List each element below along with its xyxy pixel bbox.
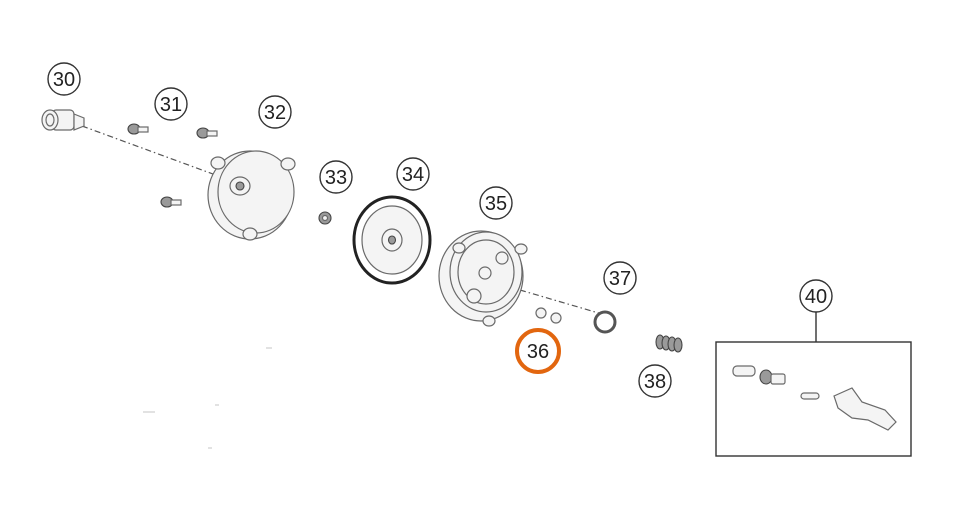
- callout-31: 31: [154, 87, 188, 121]
- callout-34: 34: [396, 157, 430, 191]
- callout-30: 30: [47, 62, 81, 96]
- part-34-diaphragm: [352, 195, 432, 285]
- part-40-kit: [715, 312, 912, 457]
- part-36-washers: [535, 307, 562, 324]
- callout-32: 32: [258, 95, 292, 129]
- callout-31-label: 31: [160, 94, 182, 116]
- callout-30-label: 30: [53, 69, 75, 91]
- part-31-screws: [127, 123, 218, 208]
- callout-38-label: 38: [644, 371, 666, 393]
- callout-37-label: 37: [609, 268, 631, 290]
- stray-marks: [143, 347, 272, 449]
- part-38-spring: [655, 334, 683, 353]
- callout-36-label: 36: [527, 341, 549, 363]
- callout-36: 36: [515, 328, 561, 374]
- part-33-nut: [318, 211, 332, 225]
- part-32-cover: [207, 150, 296, 241]
- callout-38: 38: [638, 364, 672, 398]
- callout-35: 35: [479, 186, 513, 220]
- part-30-fitting: [41, 109, 85, 131]
- callout-34-label: 34: [402, 164, 424, 186]
- callout-40: 40: [799, 279, 833, 313]
- callout-37: 37: [603, 261, 637, 295]
- assembly-axis-upper: [81, 125, 263, 193]
- part-37-o-ring: [593, 310, 617, 334]
- callout-33-label: 33: [325, 167, 347, 189]
- callout-33: 33: [319, 160, 353, 194]
- callout-32-label: 32: [264, 102, 286, 124]
- callout-40-label: 40: [805, 286, 827, 308]
- part-35-housing: [438, 230, 528, 327]
- assembly-axis-lower: [519, 289, 603, 315]
- callout-35-label: 35: [485, 193, 507, 215]
